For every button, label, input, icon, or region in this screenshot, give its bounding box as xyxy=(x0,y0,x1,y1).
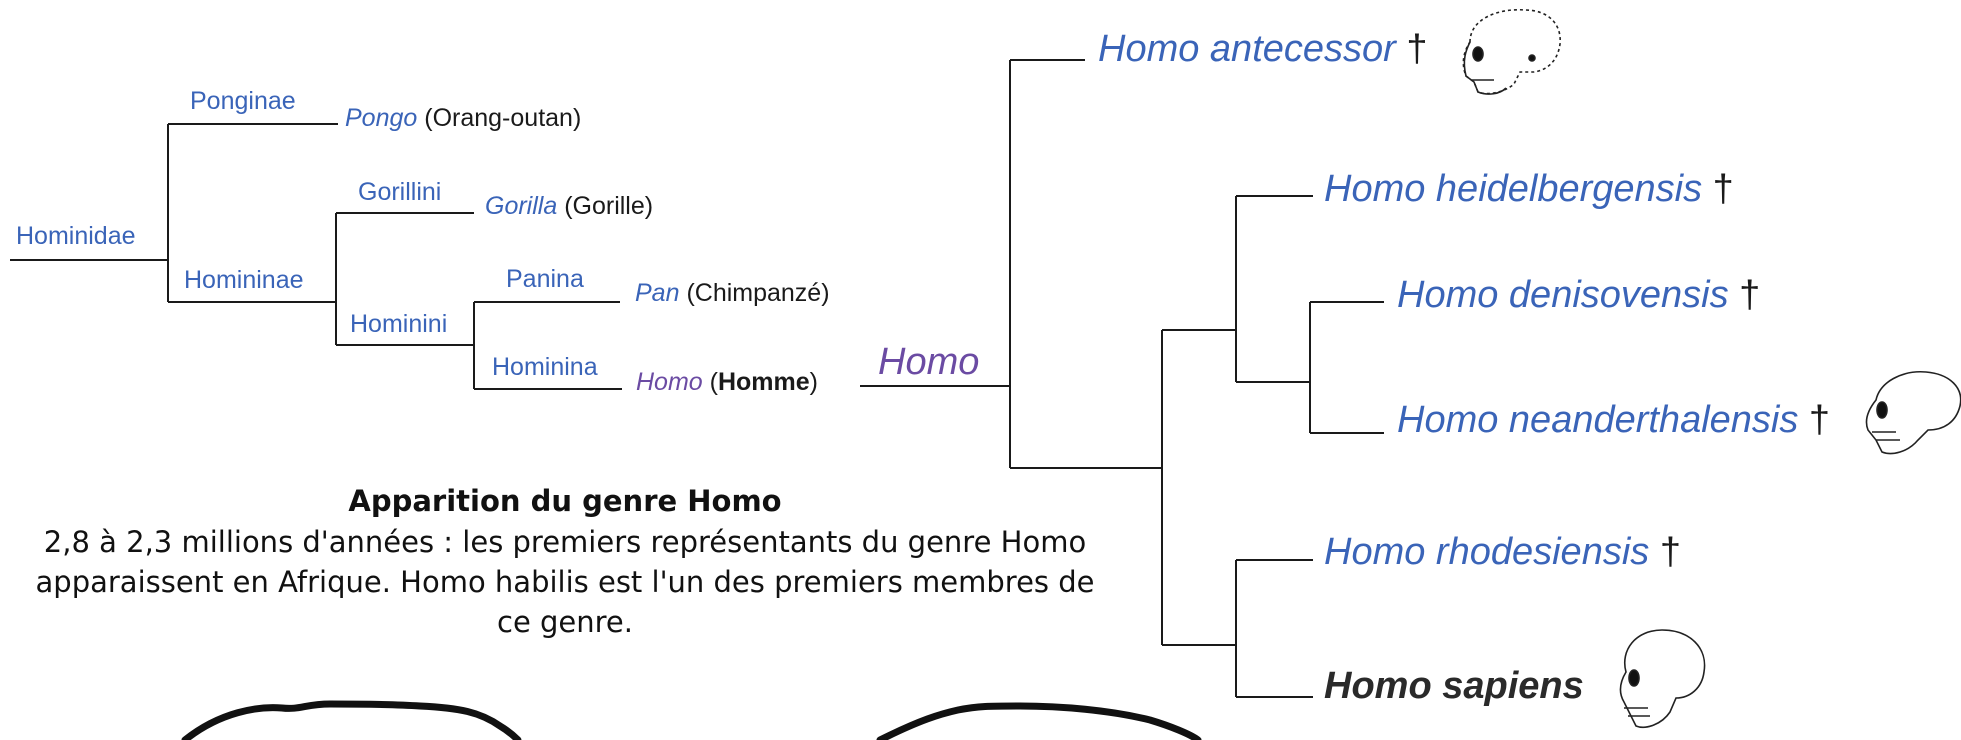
skull-icon-sapiens xyxy=(1619,629,1706,728)
common-name: Homme xyxy=(717,368,810,396)
extinct-dagger: † xyxy=(1406,28,1428,70)
common-name: (Chimpanzé) xyxy=(686,279,830,307)
genus-name: Pan xyxy=(635,279,680,307)
info-block: Apparition du genre Homo 2,8 à 2,3 milli… xyxy=(0,484,1130,642)
taxon-homo: Homo (Homme) xyxy=(636,370,818,395)
common-name: (Orang-outan) xyxy=(424,104,582,132)
species-name: Homo heidelbergensis xyxy=(1324,168,1703,210)
info-title: Apparition du genre Homo xyxy=(348,484,782,518)
species-name: Homo denisovensis xyxy=(1397,274,1729,316)
species-neanderthalensis: Homo neanderthalensis † xyxy=(1397,401,1830,439)
clade-ponginae: Ponginae xyxy=(190,87,296,115)
species-rhodesiensis: Homo rhodesiensis † xyxy=(1324,533,1681,571)
extinct-dagger: † xyxy=(1712,168,1734,210)
clade-homininae: Homininae xyxy=(184,266,304,294)
clade-hominini: Hominini xyxy=(350,310,448,338)
species-name: Homo neanderthalensis xyxy=(1397,399,1799,441)
species-antecessor: Homo antecessor † xyxy=(1098,30,1428,68)
species-denisovensis: Homo denisovensis † xyxy=(1397,276,1760,314)
clade-panina: Panina xyxy=(506,265,584,293)
genus-name: Pongo xyxy=(345,104,418,132)
clade-hominidae: Hominidae xyxy=(16,222,136,250)
taxon-gorilla: Gorilla (Gorille) xyxy=(485,194,653,219)
decorative-hill-left xyxy=(181,700,522,740)
clade-gorillini: Gorillini xyxy=(358,178,442,206)
genus-name: Homo xyxy=(636,368,703,396)
tree-lines xyxy=(10,59,1384,698)
paren-close: ) xyxy=(809,368,818,396)
species-name: Homo rhodesiensis xyxy=(1324,531,1650,573)
species-heidelbergensis: Homo heidelbergensis † xyxy=(1324,170,1734,208)
species-name: Homo sapiens xyxy=(1324,665,1584,707)
extinct-dagger: † xyxy=(1739,274,1761,316)
species-name: Homo antecessor xyxy=(1098,28,1396,70)
extinct-dagger: † xyxy=(1659,531,1681,573)
homo-genus-label: Homo xyxy=(878,341,980,383)
taxon-pongo: Pongo (Orang-outan) xyxy=(345,106,581,131)
decorative-hill-right xyxy=(876,702,1202,740)
species-sapiens: Homo sapiens xyxy=(1324,667,1584,705)
taxon-pan: Pan (Chimpanzé) xyxy=(635,281,830,306)
clade-hominina: Hominina xyxy=(492,353,598,381)
extinct-dagger: † xyxy=(1808,399,1831,441)
info-text: 2,8 à 2,3 millions d'années : les premie… xyxy=(35,525,1095,639)
skull-icon-neanderthalensis xyxy=(1865,371,1961,455)
skull-icon-antecessor xyxy=(1462,8,1561,95)
genus-name: Gorilla xyxy=(485,192,558,220)
paren-open: ( xyxy=(709,368,718,396)
common-name: (Gorille) xyxy=(564,192,654,220)
